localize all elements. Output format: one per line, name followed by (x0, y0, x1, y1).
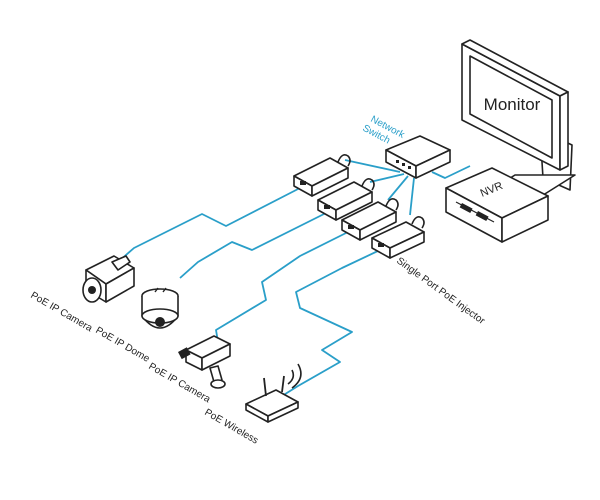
cable-injector2-dome-camera (179, 211, 329, 279)
network-switch-icon (385, 135, 451, 179)
poe-injector-3 (341, 198, 399, 241)
cable-injector4-wireless (281, 249, 381, 397)
nvr-icon (445, 167, 549, 243)
wireless-router-icon (245, 363, 302, 423)
poe-injector-icon (371, 216, 425, 259)
monitor-label: Monitor (484, 95, 541, 114)
poe-injector-1 (293, 154, 351, 197)
cable-switch-injector-3 (387, 175, 409, 201)
cable-injector1-bullet-camera (117, 187, 301, 263)
cable-injector3-box-camera (215, 229, 353, 343)
poe-injector-icon (317, 178, 375, 221)
cables (117, 159, 471, 397)
cable-switch-injector-1 (344, 159, 401, 173)
dome-camera-icon (141, 287, 179, 329)
cable-switch-injector-4 (409, 177, 415, 216)
injector-label: Single Port PoE Injector (394, 256, 487, 328)
box-camera-icon (178, 335, 231, 389)
poe-injector-icon (341, 198, 399, 241)
poe-injector-2 (317, 178, 375, 221)
cable-switch-nvr (431, 165, 471, 179)
poe-injector-4 (371, 216, 425, 259)
device-label-poe-ip-dome: PoE IP Dome (94, 325, 152, 365)
cable-switch-injector-2 (369, 173, 405, 183)
bullet-camera-icon (82, 255, 135, 303)
poe-injector-icon (293, 154, 351, 197)
